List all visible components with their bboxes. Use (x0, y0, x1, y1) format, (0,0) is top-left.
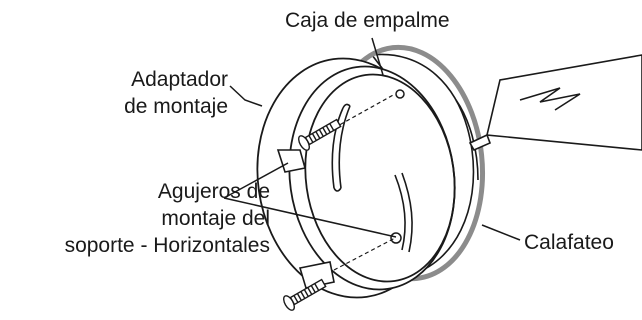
mounting-adapter-label-line-2: de montaje (124, 95, 228, 118)
caulk-gun-icon (468, 54, 642, 152)
mounting-adapter-label: Adaptador de montaje (58, 66, 228, 120)
adapter-slots (331, 103, 413, 253)
mounting-holes-label-line-3: soporte - Horizontales (64, 234, 270, 257)
screw-icon (298, 118, 342, 151)
adapter-tabs (276, 149, 335, 289)
screw-icon (283, 278, 327, 311)
junction-box-label: Caja de empalme (285, 9, 450, 32)
mounting-holes-label: Agujeros de montaje del soporte - Horizo… (6, 178, 270, 259)
mounting-adapter-label-line-1: Adaptador (131, 68, 228, 91)
mounting-holes-label-line-1: Agujeros de (157, 180, 270, 203)
mounting-adapter (256, 57, 456, 299)
caulking-label: Calafateo (524, 231, 614, 254)
mounting-holes-label-line-2: montaje del (161, 207, 270, 230)
leader-lines (223, 37, 521, 241)
alignment-lines (333, 93, 396, 271)
